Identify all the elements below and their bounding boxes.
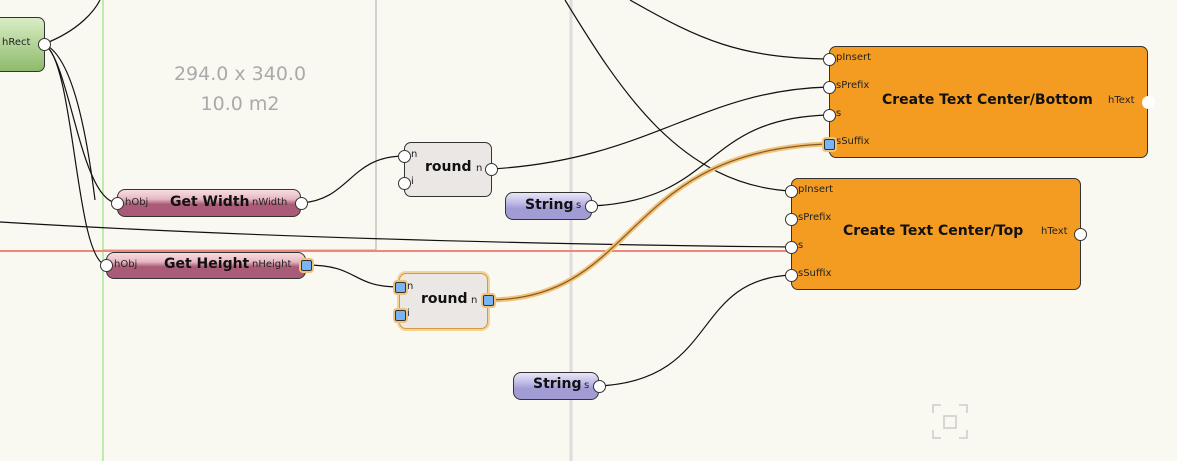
port-label: sSuffix (836, 136, 870, 147)
wire (0, 221, 792, 248)
input-port[interactable] (397, 149, 411, 163)
port-label: hText (1108, 95, 1135, 106)
fit-view-icon (932, 404, 968, 439)
create-text-center-bottom-node[interactable]: pInsert sPrefix s sSuffix Create Text Ce… (829, 46, 1148, 158)
output-port[interactable] (584, 199, 598, 213)
output-port[interactable] (484, 162, 498, 176)
output-port[interactable] (1141, 95, 1155, 109)
port-label: nHeight (252, 259, 292, 270)
wire (564, 0, 792, 192)
string-node[interactable]: String s (513, 372, 599, 400)
get-width-node[interactable]: hObj Get Width nWidth (117, 189, 301, 217)
output-port[interactable] (482, 294, 494, 306)
port-label: n (411, 149, 418, 160)
input-port[interactable] (784, 184, 798, 198)
wire (598, 274, 792, 387)
input-port[interactable] (784, 212, 798, 226)
port-label: hObj (125, 197, 149, 208)
wire (629, 0, 830, 60)
wire (300, 155, 405, 204)
wire (43, 43, 96, 201)
port-label: sPrefix (836, 80, 870, 91)
port-label: pInsert (798, 184, 834, 195)
output-port[interactable] (300, 259, 312, 271)
node-title: Get Height (164, 256, 250, 272)
input-port[interactable] (823, 138, 835, 150)
selected-wire-glow (487, 141, 830, 303)
port-label: s (836, 108, 842, 119)
port-label: sSuffix (798, 268, 832, 279)
dimension-text: 294.0 x 340.0 (173, 63, 307, 85)
port-label: s (584, 380, 590, 391)
port-label: i (407, 308, 410, 319)
output-port[interactable] (1073, 227, 1087, 241)
output-port[interactable] (592, 379, 606, 393)
input-port[interactable] (822, 108, 836, 122)
input-port[interactable] (784, 268, 798, 282)
port-label: n (471, 295, 478, 306)
port-label: sPrefix (798, 212, 832, 223)
port-label: hObj (114, 259, 138, 270)
output-port[interactable] (294, 196, 308, 210)
port-label: n (476, 163, 483, 174)
port-label: s (576, 200, 582, 211)
port-label: nWidth (252, 197, 288, 208)
wire (43, 0, 101, 45)
selected-wire (487, 143, 830, 301)
input-port[interactable] (822, 80, 836, 94)
input-port[interactable] (394, 309, 406, 321)
node-title: round (425, 159, 472, 175)
port-label: pInsert (836, 52, 872, 63)
input-port[interactable] (110, 196, 124, 210)
wire (43, 43, 118, 204)
string-node[interactable]: String s (505, 192, 592, 220)
input-port[interactable] (822, 52, 836, 66)
get-height-node[interactable]: hObj Get Height nHeight (106, 252, 306, 279)
node-title: String (525, 197, 574, 213)
round-node[interactable]: n i round n (404, 142, 492, 197)
wire (43, 43, 107, 266)
node-title: String (533, 376, 582, 392)
port-label: hRect (2, 37, 31, 48)
node-title: Get Width (170, 194, 250, 210)
input-port[interactable] (784, 240, 798, 254)
input-port[interactable] (99, 258, 113, 272)
create-text-center-top-node[interactable]: pInsert sPrefix s sSuffix Create Text Ce… (791, 178, 1081, 290)
input-port[interactable] (394, 281, 406, 293)
port-label: s (798, 240, 804, 251)
area-text: 10.0 m2 (200, 93, 280, 115)
round-node-selected[interactable]: n i round n (399, 273, 488, 329)
port-label: n (407, 281, 414, 292)
node-title: round (421, 291, 468, 307)
node-title: Create Text Center/Top (843, 223, 1024, 239)
port-label: hText (1041, 226, 1068, 237)
hrect-output-port[interactable] (37, 37, 51, 51)
wire (305, 264, 401, 288)
port-label: i (411, 176, 414, 187)
wire (490, 86, 830, 170)
node-title: Create Text Center/Bottom (882, 92, 1093, 108)
input-port[interactable] (397, 176, 411, 190)
